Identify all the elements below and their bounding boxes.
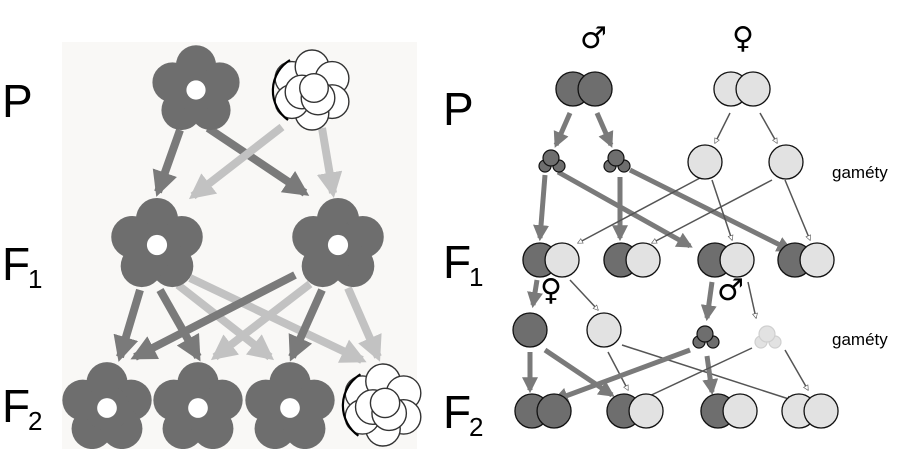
left-generation-f2-label: F bbox=[2, 380, 30, 432]
f1-female-gamete-light bbox=[586, 312, 622, 348]
left-generation-f1-label: F bbox=[2, 238, 30, 290]
right-generation-f1-label: F bbox=[443, 236, 471, 288]
f2-cell-pair-dark-light-2 bbox=[700, 393, 758, 429]
left-f2-flower-dark-a bbox=[62, 362, 152, 449]
right-arrows-p-to-gametes bbox=[553, 111, 778, 148]
female-symbol-top: ♀ bbox=[732, 21, 754, 56]
left-arrows-f1-to-f2 bbox=[113, 271, 382, 364]
f1-cell-pair-4 bbox=[777, 242, 835, 278]
male-symbol-f1: ♂ bbox=[717, 273, 744, 308]
right-generation-f1-subscript: 1 bbox=[469, 262, 483, 292]
left-generation-f1-subscript: 1 bbox=[28, 264, 42, 294]
p-female-cell-pair bbox=[713, 71, 771, 107]
gametes-label-1: gaméty bbox=[832, 163, 888, 182]
f1-cell-pair-1 bbox=[522, 242, 580, 278]
p-female-gamete-1 bbox=[687, 144, 723, 180]
left-p-flower-white bbox=[271, 49, 350, 131]
f1-cell-pair-3 bbox=[697, 242, 755, 278]
p-male-cell-pair bbox=[555, 71, 613, 107]
f1-male-gamete-light bbox=[754, 325, 782, 349]
left-generation-p-label: P bbox=[2, 75, 33, 127]
female-symbol-f1: ♀ bbox=[540, 273, 562, 308]
gametes-label-2: gaméty bbox=[832, 330, 888, 349]
left-generation-f2-subscript: 2 bbox=[28, 406, 42, 436]
left-arrows-p-to-f1 bbox=[152, 123, 343, 200]
male-symbol-top: ♂ bbox=[580, 21, 607, 56]
right-arrows-gametes-to-f2 bbox=[521, 344, 809, 404]
f1-cell-pair-2 bbox=[603, 242, 661, 278]
f2-cell-pair-dark-dark bbox=[514, 393, 572, 429]
right-arrows-gametes-to-f1 bbox=[533, 167, 810, 253]
p-female-gamete-2 bbox=[768, 144, 804, 180]
left-f2-flower-white bbox=[341, 363, 422, 447]
left-flowers bbox=[62, 45, 422, 449]
left-p-flower-dark bbox=[152, 45, 240, 131]
left-f1-flower-dark-a bbox=[111, 197, 203, 288]
left-f1-flower-dark-b bbox=[292, 197, 384, 288]
right-generation-f2-subscript: 2 bbox=[469, 412, 483, 442]
p-male-gamete-2 bbox=[603, 149, 631, 173]
f1-male-gamete-dark bbox=[692, 325, 720, 349]
left-f2-flower-dark-c bbox=[245, 362, 335, 449]
p-male-gamete-1 bbox=[538, 149, 566, 173]
right-cells bbox=[512, 71, 839, 429]
f1-female-gamete-dark bbox=[512, 312, 548, 348]
right-arrows-f1-to-gametes bbox=[527, 279, 756, 322]
f2-cell-pair-light-light bbox=[781, 393, 839, 429]
left-f2-flower-dark-b bbox=[153, 362, 243, 449]
right-generation-f2-label: F bbox=[443, 386, 471, 438]
right-generation-p-label: P bbox=[443, 83, 474, 135]
f2-cell-pair-dark-light-1 bbox=[606, 393, 664, 429]
